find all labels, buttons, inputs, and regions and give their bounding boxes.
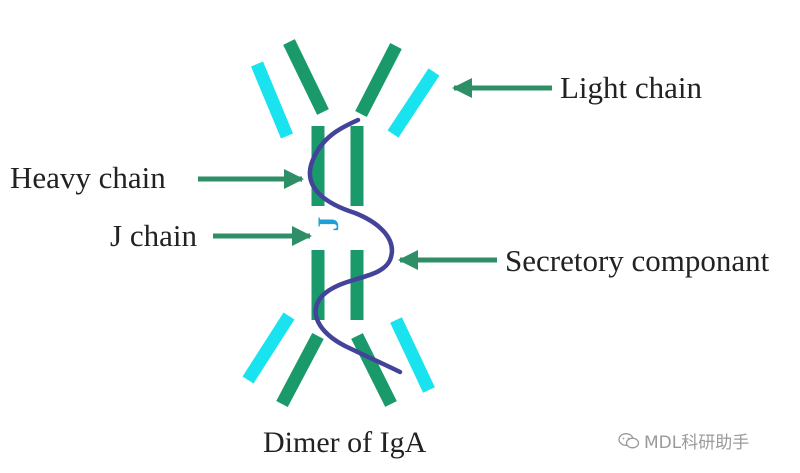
wechat-icon (618, 432, 640, 448)
upper-igA-monomer (251, 39, 440, 206)
diagram-caption: Dimer of IgA (263, 426, 427, 459)
lower-igA-monomer (242, 250, 435, 408)
j-chain-label: J chain (110, 218, 197, 253)
j-chain-letter: J (312, 217, 345, 232)
secretory-component-label: Secretory componant (505, 243, 770, 278)
secretory-component-wave (307, 117, 403, 375)
light-chain-lower-left (242, 312, 295, 384)
light-chain-lower-right (390, 317, 435, 393)
watermark-text: MDL科研助手 (644, 433, 750, 453)
heavy-chain-upper-left-arm (283, 39, 329, 115)
watermark: MDL科研助手 (618, 428, 749, 453)
heavy-chain-upper-right-arm (355, 43, 402, 117)
light-chain-upper-left (251, 61, 293, 139)
light-chain-upper-right (387, 68, 440, 138)
light-chain-label: Light chain (560, 70, 703, 105)
heavy-chain-lower-right-arm (351, 333, 397, 407)
heavy-chain-lower-left-arm (276, 332, 324, 408)
heavy-chain-label: Heavy chain (10, 160, 166, 195)
